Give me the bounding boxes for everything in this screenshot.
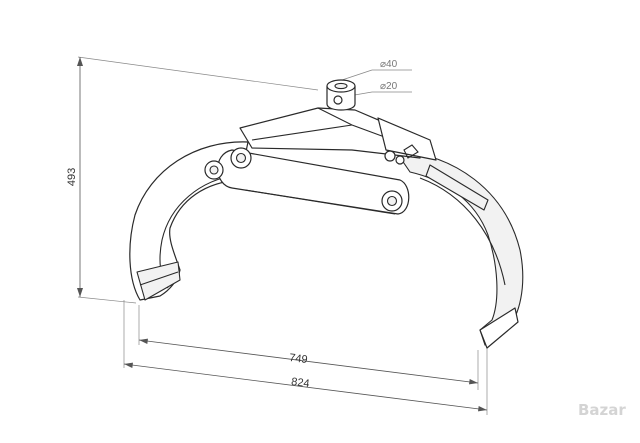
pivot-pin-right [381, 190, 403, 212]
rear-jaw-inner-edge [419, 177, 506, 286]
pin-callout-leader-40 [341, 69, 373, 81]
outer-width-label: 824 [291, 376, 311, 390]
inner-width-label: 749 [289, 352, 309, 366]
swivel-pin-bore [334, 82, 348, 90]
outer-width-dim-line [123, 363, 488, 411]
cylinder-body [377, 117, 437, 161]
inner-width-arrow-right [469, 379, 478, 385]
height-arrow-bottom [77, 288, 83, 297]
pivot-pin-left [204, 160, 224, 180]
front-jaw-tip-edge [139, 271, 179, 286]
hydraulic-cylinder [377, 117, 489, 211]
swivel-pin [326, 79, 356, 111]
cylinder-rod [425, 164, 489, 211]
height-ext-bottom [77, 296, 137, 304]
height-arrow-top [77, 57, 83, 66]
swivel-pin-cross-hole [333, 95, 343, 105]
front-jaw-tip [136, 261, 181, 301]
cylinder-bracket [403, 144, 419, 159]
inner-width-dimension: 749 [138, 305, 479, 390]
top-frame-front-edge [251, 124, 353, 141]
height-ext-top [77, 56, 319, 91]
inner-width-arrow-left [139, 338, 148, 344]
pin-outer-diameter-label: ⌀40 [380, 59, 398, 70]
inner-width-dim-line [138, 339, 479, 384]
watermark-logo: Bazar [578, 401, 626, 419]
pin-inner-diameter-label: ⌀20 [380, 81, 398, 92]
outer-width-arrow-right [478, 406, 487, 412]
rear-jaw-tip [479, 307, 519, 349]
front-jaw [129, 141, 249, 301]
height-label: 493 [66, 168, 78, 186]
outer-width-arrow-left [124, 362, 133, 368]
height-dimension: 493 [66, 56, 319, 304]
grapple-assembly [129, 79, 524, 349]
pivot-pin-center [230, 147, 252, 169]
cylinder-fitting [384, 150, 396, 162]
side-link-plate-edge [244, 189, 396, 215]
pin-diameter-callouts: ⌀40 ⌀20 [341, 59, 412, 98]
cylinder-fitting-2 [395, 155, 405, 165]
outer-width-dimension: 824 [123, 300, 488, 415]
